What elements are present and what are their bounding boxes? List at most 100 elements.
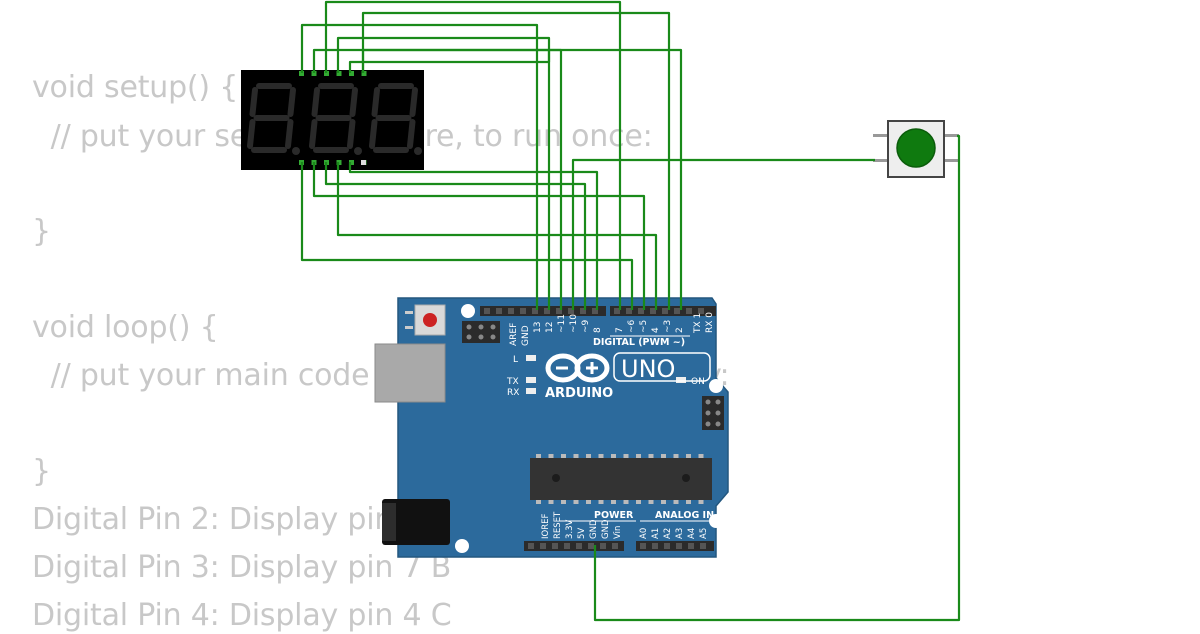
digital-pwm-label: DIGITAL (PWM ~) xyxy=(593,337,685,348)
decimal-point xyxy=(354,147,362,155)
chip-pin xyxy=(661,500,666,504)
pin-label-a1: A1 xyxy=(651,528,661,539)
display-pin xyxy=(349,71,354,76)
pin-socket xyxy=(676,543,682,549)
pin-socket xyxy=(600,543,606,549)
pin-label-3: ~3 xyxy=(663,320,673,333)
segment xyxy=(311,87,320,117)
pin-label-gnd2: GND xyxy=(601,519,611,539)
mounting-hole xyxy=(455,539,469,553)
led-rx-label: RX xyxy=(507,388,519,398)
pin-label-reset: RESET xyxy=(553,511,563,539)
led-l-label: L xyxy=(513,355,518,365)
button-lead xyxy=(873,134,889,137)
arduino-uno-board[interactable]: AREF GND 13 12 ~11 ~10 ~9 8 7 ~6 ~5 4 ~3… xyxy=(374,297,729,558)
pin-socket xyxy=(496,308,502,314)
bottom-pin-sockets xyxy=(528,543,706,549)
reset-button-cap[interactable] xyxy=(423,313,437,327)
pin-label-a3: A3 xyxy=(675,528,685,539)
arduino-infinity-logo xyxy=(545,353,610,383)
chip-pin xyxy=(698,454,704,458)
segment xyxy=(309,119,318,149)
pin-label-8: 8 xyxy=(593,327,603,333)
wire xyxy=(361,11,671,310)
pin-socket xyxy=(564,543,570,549)
led-on xyxy=(676,377,686,383)
button-lead xyxy=(943,134,959,137)
icsp-header-right xyxy=(702,396,724,430)
pin-socket xyxy=(626,308,632,314)
wire xyxy=(571,158,875,310)
analog-pin-labels: A0 A1 A2 A3 A4 A5 xyxy=(639,528,709,539)
chip-pin xyxy=(611,500,616,504)
pin-label-tx1: TX 1 xyxy=(693,313,703,334)
uno-badge xyxy=(613,352,711,382)
display-pin xyxy=(361,160,366,165)
chip-pin xyxy=(686,454,691,458)
segment xyxy=(349,87,358,117)
segment xyxy=(409,87,418,117)
power-header xyxy=(524,541,624,551)
wire xyxy=(312,162,646,310)
pin-label-a4: A4 xyxy=(687,528,697,539)
display-pin xyxy=(324,71,329,76)
pin-label-ioref: IOREF xyxy=(541,514,551,539)
wires[interactable] xyxy=(300,0,961,622)
pin-socket xyxy=(520,308,526,314)
pin-label-a0: A0 xyxy=(639,528,649,539)
pin-label-9: ~9 xyxy=(581,319,591,333)
chip-pin xyxy=(648,500,654,504)
pin-label-5v: 5V xyxy=(577,528,587,539)
code-line: Digital Pin 4: Display pin 4 C xyxy=(32,598,452,633)
chip-pin xyxy=(548,454,554,458)
pin-socket xyxy=(568,308,574,314)
pin-label-5: ~5 xyxy=(639,320,649,333)
pin-label-a2: A2 xyxy=(663,528,673,539)
button-cap[interactable] xyxy=(896,128,936,168)
power-jack xyxy=(382,499,450,545)
pin-label-vin: Vin xyxy=(613,526,623,539)
display-pin xyxy=(361,71,367,76)
decimal-point xyxy=(292,147,300,155)
pin-socket xyxy=(674,308,680,314)
chip-pin xyxy=(561,500,566,504)
led-tx-label: TX xyxy=(506,377,519,387)
brand-label: ARDUINO xyxy=(545,386,613,401)
digital-pin-sockets xyxy=(484,308,704,314)
wire xyxy=(361,48,683,310)
led-rx xyxy=(526,388,536,394)
chip-pin xyxy=(536,454,541,458)
pin-label-13: 13 xyxy=(533,322,543,333)
display-pin xyxy=(311,71,317,76)
push-button[interactable] xyxy=(873,120,959,178)
chip-pin xyxy=(536,500,541,504)
pin-socket xyxy=(532,308,538,314)
segment xyxy=(371,87,380,117)
chip-pin xyxy=(661,454,666,458)
reset-lead xyxy=(405,326,413,329)
code-line: } xyxy=(32,214,51,249)
pin-socket xyxy=(686,308,692,314)
pin-socket xyxy=(592,308,598,314)
pin-label-12: 12 xyxy=(545,322,555,333)
digital-pin-labels: AREF GND 13 12 ~11 ~10 ~9 8 7 ~6 ~5 4 ~3… xyxy=(509,312,715,346)
wire xyxy=(593,134,961,622)
display-pin xyxy=(349,160,354,165)
display-pin xyxy=(336,71,342,76)
chip-pin xyxy=(673,500,679,504)
pin-socket xyxy=(640,543,646,549)
power-pin-labels: IOREF RESET 3.3V 5V GND GND Vin xyxy=(541,511,623,539)
pin-socket xyxy=(614,308,620,314)
pin-socket xyxy=(552,543,558,549)
chip-pin xyxy=(548,500,554,504)
seven-segment-display[interactable] xyxy=(241,70,424,170)
chip-dot xyxy=(552,474,560,482)
wire xyxy=(348,162,599,310)
analog-in-label: ANALOG IN xyxy=(655,510,714,521)
pin-socket xyxy=(544,308,550,314)
pin-label-aref: AREF xyxy=(509,323,519,346)
chip-pin xyxy=(598,454,604,458)
usb-port xyxy=(374,343,446,403)
pin-label-gnd: GND xyxy=(521,325,531,346)
